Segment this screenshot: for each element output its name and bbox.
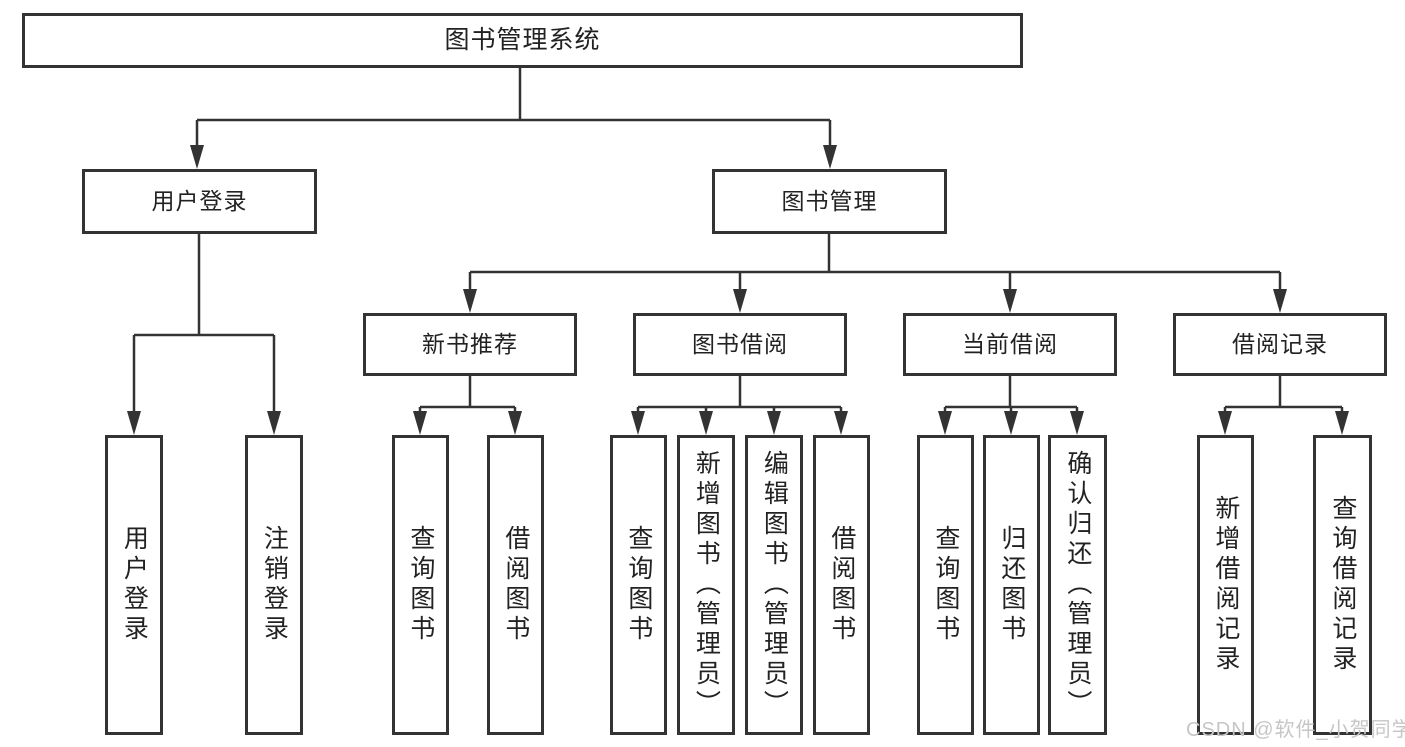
arrowhead: [1070, 411, 1084, 435]
leaf-user-login: 用户登录: [105, 435, 163, 735]
arrowhead: [699, 411, 713, 435]
arrowhead: [463, 289, 477, 313]
arrowhead: [938, 411, 952, 435]
connector-book-mgmt-to-level3: [468, 234, 1282, 290]
arrowhead: [733, 289, 747, 313]
leaf-add-book-admin: 新增图书（管理员）: [677, 435, 735, 735]
node-borrowing-records: 借阅记录: [1173, 313, 1387, 376]
arrowhead: [190, 145, 204, 169]
arrowhead: [1335, 411, 1349, 435]
arrowhead: [1004, 411, 1018, 435]
arrowhead: [413, 411, 427, 435]
node-new-book-recommend: 新书推荐: [363, 313, 577, 376]
leaf-query-books-recommend: 查询图书: [392, 435, 449, 735]
arrowhead: [267, 411, 281, 435]
node-book-management: 图书管理: [712, 169, 947, 234]
arrowhead: [1273, 289, 1287, 313]
arrowhead: [631, 411, 645, 435]
leaf-return-book: 归还图书: [983, 435, 1040, 735]
leaf-query-borrow-record: 查询借阅记录: [1313, 435, 1372, 735]
node-current-borrowing: 当前借阅: [903, 313, 1117, 376]
node-book-borrowing: 图书借阅: [633, 313, 847, 376]
leaf-borrow-books-recommend: 借阅图书: [487, 435, 544, 735]
leaf-confirm-return-admin: 确认归还（管理员）: [1048, 435, 1107, 735]
arrowhead: [1218, 411, 1232, 435]
connector-current-borrow-to-leaves: [943, 376, 1079, 413]
leaf-borrow-books: 借阅图书: [813, 435, 870, 735]
connector-borrow-record-to-leaves: [1223, 376, 1344, 413]
leaf-logout: 注销登录: [245, 435, 303, 735]
node-library-management-system: 图书管理系统: [22, 13, 1023, 68]
arrowhead: [508, 411, 522, 435]
arrowhead: [823, 145, 837, 169]
leaf-query-books-current: 查询图书: [917, 435, 974, 735]
leaf-add-borrow-record: 新增借阅记录: [1197, 435, 1254, 735]
node-user-login: 用户登录: [82, 169, 317, 234]
leaf-edit-book-admin: 编辑图书（管理员）: [745, 435, 803, 735]
csdn-watermark: CSDN @软件_小贺同学: [1186, 719, 1405, 741]
leaf-query-books-borrowing: 查询图书: [610, 435, 667, 735]
arrowhead: [127, 411, 141, 435]
connector-new-book-to-leaves: [418, 376, 517, 413]
arrowhead: [767, 411, 781, 435]
arrowhead: [834, 411, 848, 435]
connector-root-to-level2: [195, 68, 832, 146]
connector-book-borrow-to-leaves: [636, 376, 843, 413]
arrowhead: [1003, 289, 1017, 313]
connector-user-login-to-leaves: [132, 234, 276, 412]
